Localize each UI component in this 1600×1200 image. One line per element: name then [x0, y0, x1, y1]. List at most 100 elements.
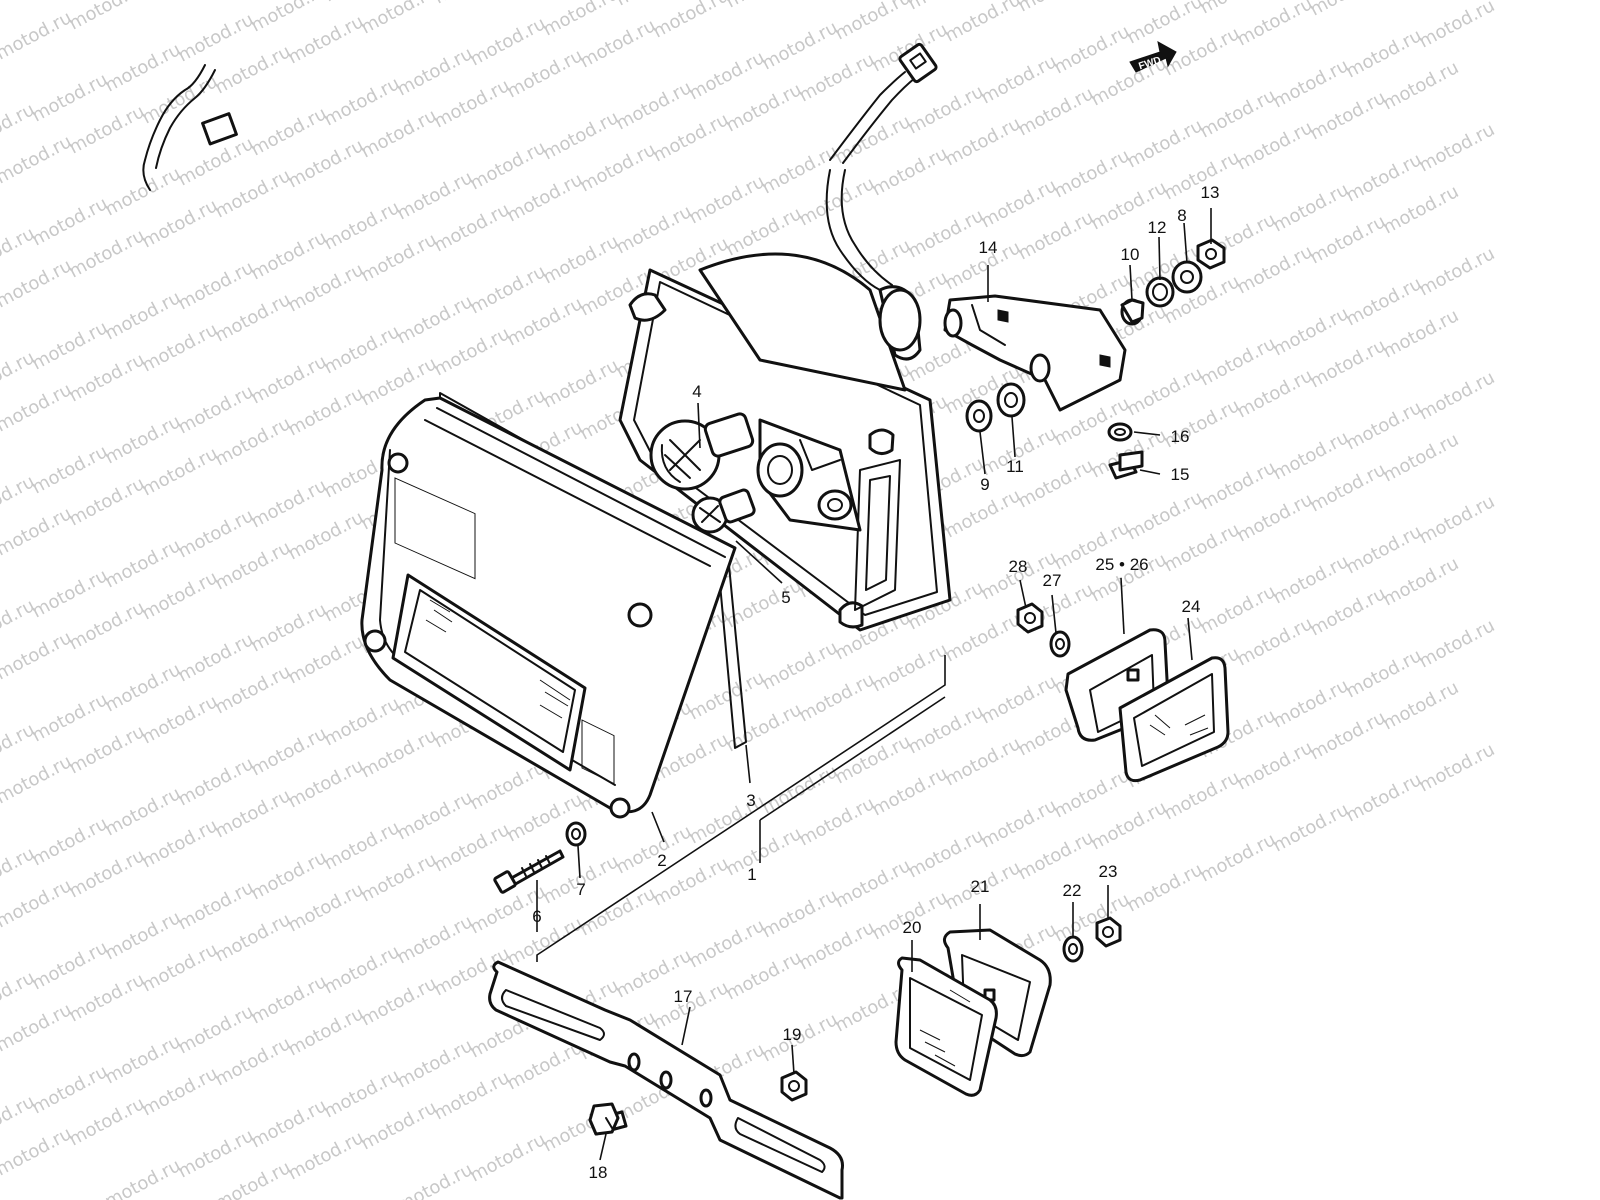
- watermark-text: motod.ru: [1123, 115, 1206, 172]
- watermark-text: motod.ru: [211, 1157, 294, 1200]
- watermark-text: motod.ru: [868, 763, 951, 820]
- callout-10: 10: [1121, 245, 1140, 264]
- watermark-text: motod.ru: [393, 43, 476, 100]
- watermark-text: motod.ru: [1160, 767, 1243, 824]
- watermark-text: motod.ru: [503, 45, 586, 102]
- callout-22: 22: [1063, 881, 1082, 900]
- callout-11: 11: [1006, 457, 1024, 476]
- watermark-text: motod.ru: [284, 11, 367, 68]
- tail-lamp-lens: [360, 396, 737, 819]
- watermark-text: motod.ru: [174, 257, 257, 314]
- watermark-text: motod.ru: [904, 81, 987, 138]
- watermark-text: motod.ru: [1415, 739, 1498, 796]
- watermark-text: motod.ru: [357, 0, 440, 38]
- watermark-text: motod.ru: [977, 175, 1060, 232]
- watermark-text: motod.ru: [65, 0, 148, 34]
- watermark-text: motod.ru: [393, 911, 476, 968]
- watermark-text: motod.ru: [174, 877, 257, 934]
- watermark-text: motod.ru: [904, 825, 987, 882]
- watermark-text: motod.ru: [1379, 305, 1462, 362]
- watermark-text: motod.ru: [539, 107, 622, 164]
- watermark-text: motod.ru: [357, 849, 440, 906]
- watermark-text: motod.ru: [211, 41, 294, 98]
- watermark-text: motod.ru: [758, 141, 841, 198]
- watermark-text: motod.ru: [795, 49, 878, 106]
- watermark-text: motod.ru: [211, 785, 294, 842]
- watermark-text: motod.ru: [320, 1065, 403, 1122]
- watermark-text: motod.ru: [65, 1093, 148, 1150]
- watermark-text: motod.ru: [758, 637, 841, 694]
- watermark-text: motod.ru: [430, 199, 513, 256]
- watermark-text: motod.ru: [0, 131, 75, 188]
- watermark-text: motod.ru: [466, 261, 549, 318]
- callout-6: 6: [532, 907, 541, 926]
- watermark-text: motod.ru: [576, 15, 659, 72]
- watermark-text: motod.ru: [284, 507, 367, 564]
- watermark-text: motod.ru: [138, 443, 221, 500]
- watermark-text: motod.ru: [393, 787, 476, 844]
- watermark-text: motod.ru: [357, 973, 440, 1030]
- watermark-text: motod.ru: [1342, 645, 1425, 702]
- watermark-text: motod.ru: [174, 1001, 257, 1058]
- watermark-text: motod.ru: [758, 761, 841, 818]
- watermark-text: motod.ru: [247, 723, 330, 780]
- watermark-text: motod.ru: [284, 631, 367, 688]
- callout-3: 3: [746, 791, 755, 810]
- watermark-text: motod.ru: [1196, 333, 1279, 390]
- callout-13: 13: [1201, 183, 1220, 202]
- watermark-text: motod.ru: [320, 197, 403, 254]
- callout-14: 14: [979, 238, 998, 257]
- nut-19: [780, 1070, 808, 1102]
- watermark-text: motod.ru: [466, 13, 549, 70]
- watermark-text: motod.ru: [1233, 737, 1316, 794]
- watermark-text: motod.ru: [1233, 489, 1316, 546]
- fwd-direction-badge: FWD: [1129, 41, 1177, 73]
- watermark-text: motod.ru: [831, 855, 914, 912]
- license-plate-bracket: [488, 960, 844, 1200]
- watermark-text: motod.ru: [65, 101, 148, 158]
- watermark-text: motod.ru: [539, 231, 622, 288]
- nut-23: [1095, 916, 1122, 948]
- watermark-text: motod.ru: [977, 795, 1060, 852]
- watermark-text: motod.ru: [211, 165, 294, 222]
- watermark-text: motod.ru: [576, 883, 659, 940]
- watermark-text: motod.ru: [0, 875, 75, 932]
- watermark-text: motod.ru: [1379, 181, 1462, 238]
- watermark-text: motod.ru: [0, 7, 75, 64]
- watermark-text: motod.ru: [101, 411, 184, 468]
- watermark-text: motod.ru: [941, 113, 1024, 170]
- watermark-text: motod.ru: [685, 667, 768, 724]
- watermark-text: motod.ru: [320, 817, 403, 874]
- watermark-text: motod.ru: [1014, 207, 1097, 264]
- nut-13: [1196, 238, 1226, 270]
- watermark-text: motod.ru: [284, 1127, 367, 1184]
- watermark-text: motod.ru: [1014, 455, 1097, 512]
- callout-27: 27: [1043, 571, 1062, 590]
- watermark-text: motod.ru: [977, 51, 1060, 108]
- watermark-text: motod.ru: [1014, 83, 1097, 140]
- watermark-text: motod.ru: [795, 173, 878, 230]
- bulb-socket-assembly: [756, 418, 862, 532]
- watermark-text: motod.ru: [101, 1031, 184, 1088]
- watermark-text: motod.ru: [1196, 829, 1279, 886]
- watermark-text: motod.ru: [174, 9, 257, 66]
- callout-9: 9: [980, 475, 989, 494]
- watermark-text: motod.ru: [430, 1067, 513, 1124]
- watermark-text: motod.ru: [0, 0, 39, 2]
- watermark-text: motod.ru: [1123, 0, 1206, 48]
- watermark-text: motod.ru: [722, 79, 805, 136]
- watermark-text: motod.ru: [1087, 797, 1170, 854]
- watermark-text: motod.ru: [1233, 241, 1316, 298]
- watermark-text: motod.ru: [1233, 365, 1316, 422]
- watermark-text: motod.ru: [466, 1129, 549, 1186]
- watermark-text: motod.ru: [393, 291, 476, 348]
- callout-23: 23: [1099, 862, 1118, 881]
- watermark-text: motod.ru: [1233, 613, 1316, 670]
- watermark-text: motod.ru: [685, 171, 768, 228]
- callout-12: 12: [1148, 218, 1167, 237]
- watermark-text: motod.ru: [1415, 615, 1498, 672]
- watermark-text: motod.ru: [28, 193, 111, 250]
- watermark-text: motod.ru: [211, 289, 294, 346]
- washer-22: [1062, 935, 1084, 963]
